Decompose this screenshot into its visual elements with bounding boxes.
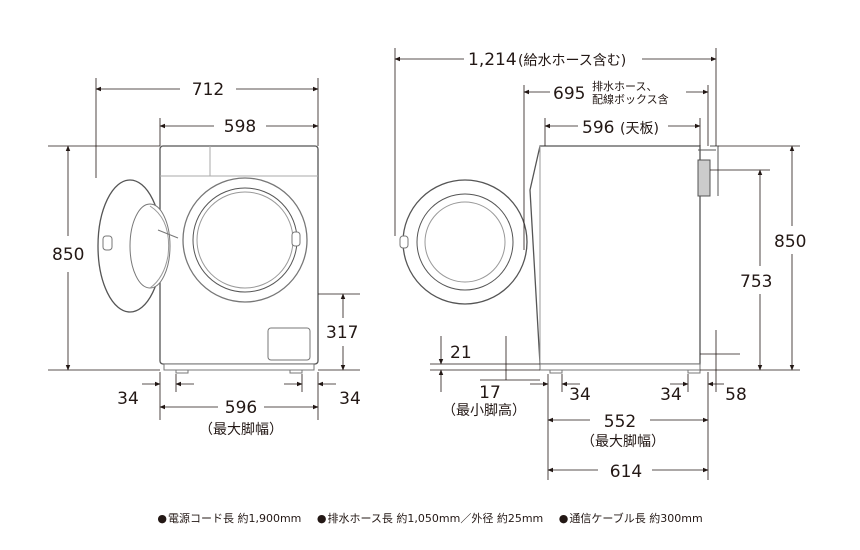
side-floor-gap-label: 21 xyxy=(450,343,472,363)
side-depth-with-hose-label: 695 xyxy=(553,84,585,104)
spec-footer: ●電源コード長 約1,900mm ●排水ホース長 約1,050mm／外径 約25… xyxy=(0,510,860,526)
front-foot-width-caption: （最大脚幅） xyxy=(199,422,283,438)
filled-circle-icon: ● xyxy=(558,512,569,525)
front-foot-left xyxy=(175,369,189,374)
footer-drain-hose: ●排水ホース長 約1,050mm／外径 約25mm xyxy=(316,512,544,525)
front-body-width-label: 598 xyxy=(224,117,256,137)
side-total-depth-note: (給水ホース含む) xyxy=(518,53,626,69)
filled-circle-icon: ● xyxy=(316,512,327,525)
side-labels: 1,214 (給水ホース含む) 695 排水ホース、 配線ボックス含 596 (… xyxy=(442,50,806,482)
side-top-depth-label: 596 xyxy=(582,118,614,138)
front-labels: 712 598 850 317 34 34 596 （最大脚幅） xyxy=(52,80,361,438)
front-total-width-label: 712 xyxy=(192,80,224,100)
front-height-label: 850 xyxy=(52,245,84,265)
front-door-center-height-label: 317 xyxy=(326,323,358,343)
side-rear-box xyxy=(697,159,711,197)
side-front-offset-label: 34 xyxy=(569,385,591,405)
side-leg-span-label: 552 xyxy=(604,412,636,432)
front-plinth xyxy=(163,363,315,371)
side-dimensions xyxy=(394,48,800,480)
side-top-depth-note: (天板) xyxy=(620,121,659,137)
front-filter-cover xyxy=(267,327,311,361)
side-rear-offset2-label: 58 xyxy=(725,385,747,405)
side-view xyxy=(399,145,719,374)
side-base-depth-label: 614 xyxy=(610,462,642,482)
side-height-label: 850 xyxy=(774,232,806,252)
side-min-leg-height-label: 17 xyxy=(479,383,501,403)
front-foot-right xyxy=(289,369,303,374)
side-plinth xyxy=(539,363,701,371)
footer-power-cord: ●電源コード長 約1,900mm xyxy=(157,512,302,525)
footer-comm-cable: ●通信ケーブル長 約300mm xyxy=(558,512,703,525)
side-top-height-label: 753 xyxy=(740,272,772,292)
filled-circle-icon: ● xyxy=(157,512,167,525)
side-min-leg-height-caption: （最小脚高） xyxy=(442,402,526,419)
side-leg-span-caption: （最大脚幅） xyxy=(581,434,665,450)
front-dimensions xyxy=(48,78,360,420)
front-side-offset-left-label: 34 xyxy=(117,389,139,409)
side-hose-note-line2: 配線ボックス含 xyxy=(592,92,669,106)
side-total-depth-label: 1,214 xyxy=(468,50,517,70)
front-view xyxy=(97,145,319,374)
side-rear-offset-label: 34 xyxy=(660,385,682,405)
front-side-offset-right-label: 34 xyxy=(339,389,361,409)
front-foot-width-label: 596 xyxy=(225,398,257,418)
side-hose-note-line1: 排水ホース、 xyxy=(592,79,657,93)
side-cabinet xyxy=(529,145,701,365)
